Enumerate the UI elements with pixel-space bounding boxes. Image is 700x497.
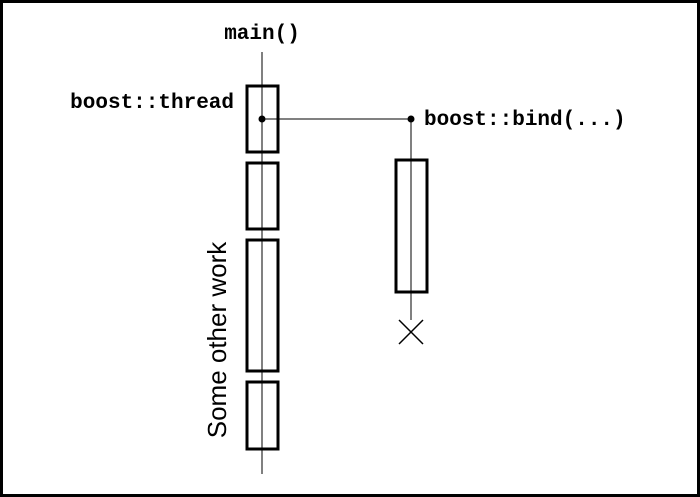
main-activation-box [245,380,280,451]
thread-end-cross [398,319,424,345]
other-work-label: Some other work [202,241,232,439]
bind-label: boost::bind(...) [424,109,626,132]
main-activation-box [245,238,280,373]
bind-activation-box [394,158,429,294]
main-label: main() [224,23,300,46]
main-activation-box [245,161,280,231]
thread-label: boost::thread [70,92,234,115]
spawn-origin-dot [258,115,266,123]
